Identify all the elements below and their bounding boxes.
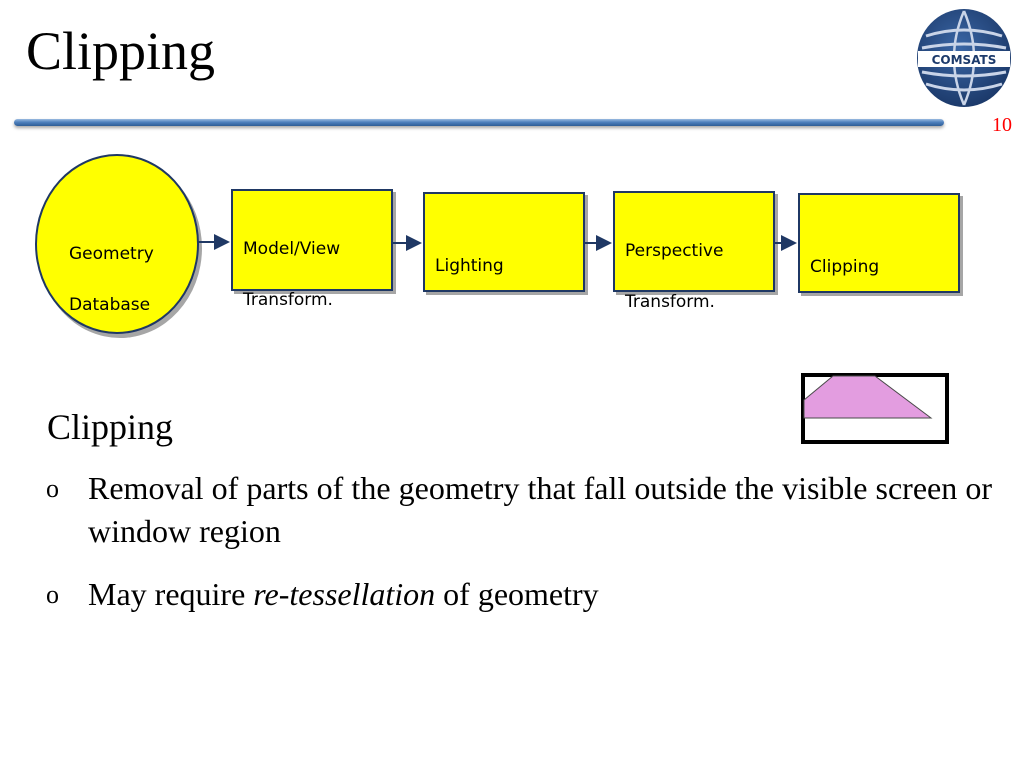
geometry-database-label-1: Geometry <box>69 243 154 264</box>
model-view-label-2: Transform. <box>243 289 333 310</box>
geometry-database-label-2: Database <box>69 294 151 315</box>
perspective-label-1: Perspective <box>625 240 724 261</box>
clipped-polygon <box>803 375 933 419</box>
model-view-transform-node: Model/View Transform. <box>231 189 393 310</box>
bullet-marker: o <box>46 580 59 609</box>
clipping-illustration <box>801 373 949 444</box>
bullet-text-removal: Removal of parts of the geometry that fa… <box>88 470 992 549</box>
comsats-logo: COMSATS <box>917 9 1011 107</box>
lighting-node: Lighting <box>423 192 585 292</box>
bullet-text-after: of geometry <box>435 576 599 612</box>
bullet-text-retessellation: May require re-tessellation of geometry <box>88 573 992 616</box>
slide-title: Clipping <box>26 21 216 81</box>
bullet-marker: o <box>46 474 59 503</box>
perspective-transform-node: Perspective Transform. <box>613 191 775 312</box>
clipping-label: Clipping <box>810 256 880 277</box>
title-underline <box>14 119 944 126</box>
logo-wordmark: COMSATS <box>932 53 997 67</box>
clipping-node: Clipping <box>798 193 960 293</box>
bullet-emphasis: re-tessellation <box>253 576 436 612</box>
section-heading: Clipping <box>47 407 174 447</box>
bullet-removal: o Removal of parts of the geometry that … <box>46 467 992 553</box>
perspective-label-2: Transform. <box>625 291 715 312</box>
slide-number: 10 <box>992 114 1012 136</box>
bullet-retessellation: o May require re-tessellation of geometr… <box>46 573 992 616</box>
geometry-database-node: Geometry Database <box>35 154 199 334</box>
bullet-text-before: May require <box>88 576 254 612</box>
model-view-label-1: Model/View <box>243 238 341 259</box>
lighting-label: Lighting <box>435 255 504 276</box>
